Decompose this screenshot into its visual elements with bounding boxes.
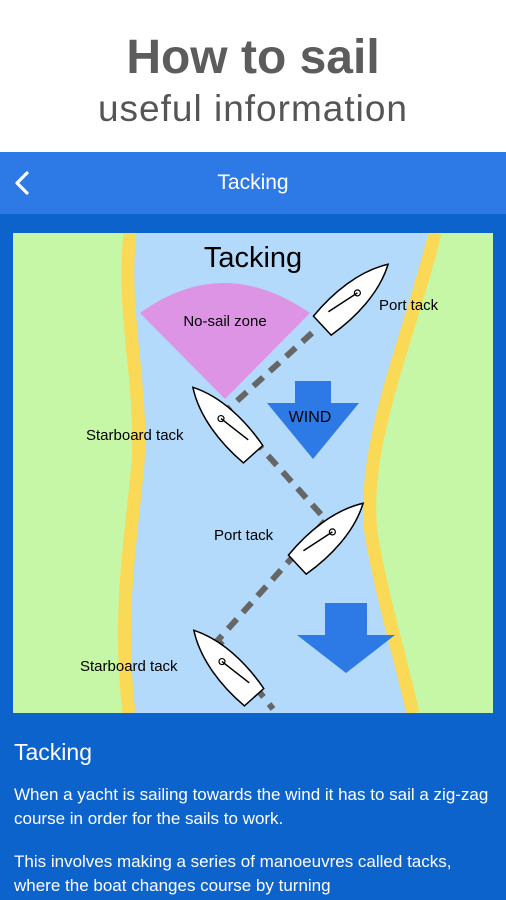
promo-title: How to sail: [126, 31, 380, 84]
shore-left: [118, 233, 146, 713]
article-content: No-sail zone Tacking WIND Port tack Star: [0, 214, 506, 900]
promo-banner: How to sail useful information: [0, 0, 506, 150]
section-title: Tacking: [14, 739, 92, 765]
shore-right: [363, 233, 442, 713]
course-line: [214, 330, 331, 711]
app-bar: Tacking: [0, 152, 506, 214]
boat-port-tack-middle: [287, 502, 365, 576]
tacking-diagram: No-sail zone Tacking WIND Port tack Star: [13, 233, 493, 713]
page-title: Tacking: [217, 171, 289, 194]
wind-arrow-upper: [267, 381, 359, 459]
back-button[interactable]: [4, 162, 44, 204]
diagram-title: Tacking: [204, 242, 302, 274]
paragraph-2: This involves making a series of manoeuv…: [14, 852, 452, 895]
wind-arrow-lower: [297, 603, 395, 673]
label-starboard-tack-bottom: Starboard tack: [80, 658, 178, 675]
paragraph-1: When a yacht is sailing towards the wind…: [14, 785, 489, 828]
wind-label: WIND: [289, 409, 332, 426]
no-sail-zone: [140, 283, 310, 399]
boat-starboard-tack-bottom: [192, 629, 265, 707]
boat-starboard-tack-top: [191, 386, 264, 464]
promo-subtitle: useful information: [97, 88, 409, 129]
boat-port-tack-top: [312, 263, 390, 337]
label-starboard-tack-top: Starboard tack: [86, 427, 184, 444]
no-sail-zone-label: No-sail zone: [183, 313, 266, 330]
label-port-tack-top: Port tack: [379, 297, 439, 314]
label-port-tack-middle: Port tack: [214, 527, 274, 544]
chevron-left-icon: [15, 171, 29, 195]
